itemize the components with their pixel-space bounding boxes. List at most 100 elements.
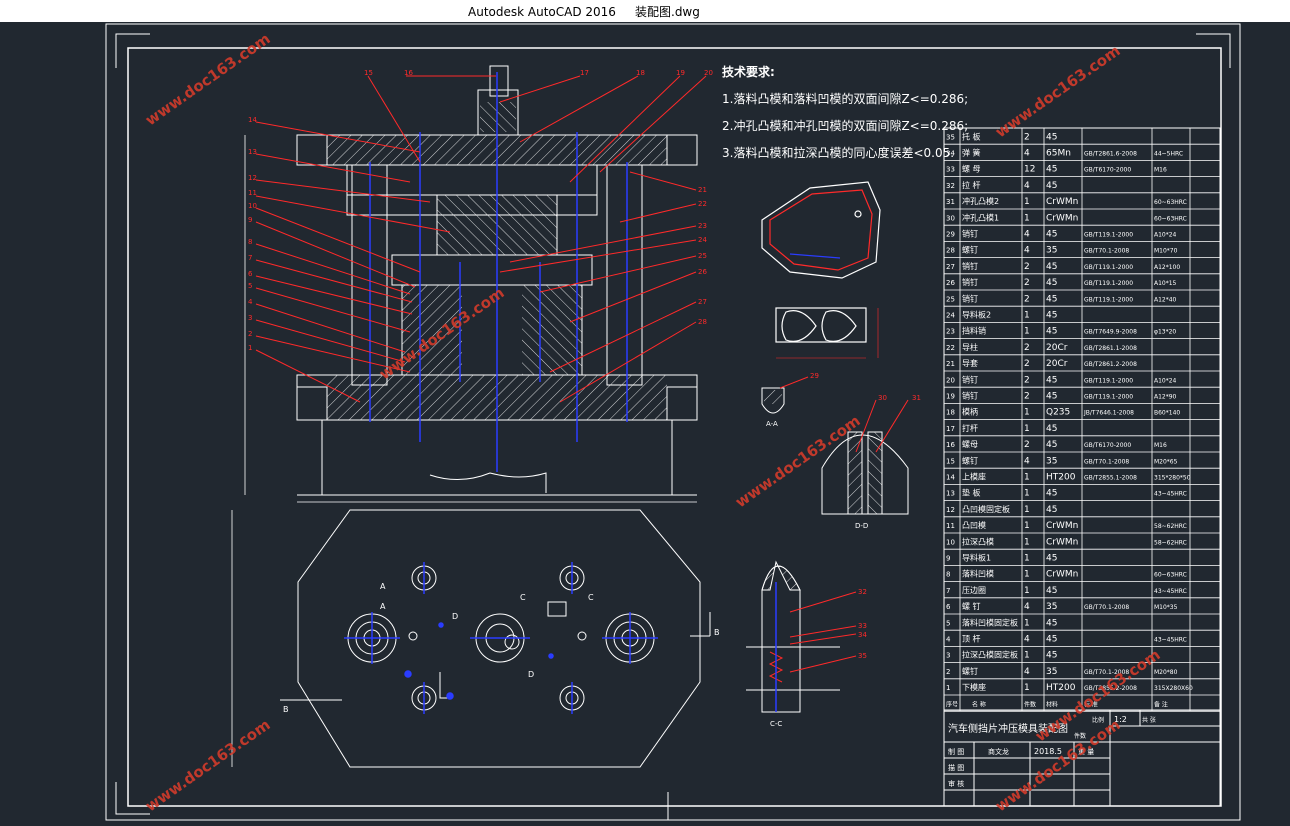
bom-cell: φ13*20 bbox=[1154, 329, 1176, 336]
bom-cell: 销钉 bbox=[962, 277, 978, 287]
section-aa-label: A-A bbox=[766, 420, 778, 428]
bom-cell: 1 bbox=[1024, 521, 1030, 531]
callout-19: 19 bbox=[676, 69, 685, 77]
bom-cell: 35 bbox=[1046, 456, 1057, 466]
label-c-2: C bbox=[588, 593, 594, 602]
bom-cell: 4 bbox=[1024, 602, 1030, 612]
bom-cell: 销钉 bbox=[962, 391, 978, 401]
bom-cell: 2 bbox=[946, 668, 950, 676]
bom-cell: 2 bbox=[1024, 262, 1030, 272]
bom-cell: CrWMn bbox=[1046, 197, 1078, 207]
bom-cell: 60~63HRC bbox=[1154, 215, 1187, 222]
bom-cell: 45 bbox=[1046, 230, 1057, 240]
section-aa: 29 A-A bbox=[761, 372, 819, 428]
bom-cell: 拉深凸模 bbox=[962, 536, 994, 546]
bom-cell: GB/T2861.2-2008 bbox=[1084, 361, 1137, 368]
bom-cell: M16 bbox=[1154, 167, 1167, 174]
bom-header-cell: 件数 bbox=[1024, 700, 1036, 708]
bom-cell: 45 bbox=[1046, 327, 1057, 337]
sig-name-1: 商文龙 bbox=[988, 747, 1009, 756]
bom-cell: 销钉 bbox=[962, 261, 978, 271]
bom-header-cell: 备 注 bbox=[1154, 700, 1168, 708]
callout-23: 23 bbox=[698, 222, 707, 230]
bom-cell: 导柱 bbox=[962, 342, 978, 352]
bom-cell: 拉 杆 bbox=[962, 180, 981, 190]
leader-lines bbox=[255, 75, 707, 403]
bom-cell: 29 bbox=[946, 231, 955, 239]
bom-cell: 18 bbox=[946, 409, 955, 417]
bom-cell: 58~62HRC bbox=[1154, 539, 1187, 546]
bom-cell: 弹 簧 bbox=[962, 148, 981, 158]
drawing-canvas[interactable]: 14 13 12 11 10 9 8 7 6 5 4 3 2 1 15 16 1… bbox=[0, 22, 1290, 822]
bom-cell: 导料板2 bbox=[962, 310, 991, 320]
bom-cell: 27 bbox=[946, 263, 955, 271]
bom-cell: 1 bbox=[1024, 489, 1030, 499]
bom-cell: GB/T2861.1-2008 bbox=[1084, 345, 1137, 352]
bom-cell: 1 bbox=[1024, 424, 1030, 434]
bom-cell: M20*80 bbox=[1154, 669, 1178, 676]
bom-cell: 顶 杆 bbox=[962, 634, 981, 644]
bom-cell: 44~5HRC bbox=[1154, 151, 1183, 158]
bom-cell: 16 bbox=[946, 441, 955, 449]
bom-cell: 1 bbox=[1024, 505, 1030, 515]
bom-cell: 1 bbox=[1024, 554, 1030, 564]
bom-cell: HT200 bbox=[1046, 473, 1076, 483]
bom-cell: 2 bbox=[1024, 343, 1030, 353]
bom-cell: 4 bbox=[946, 636, 951, 644]
callout-3: 3 bbox=[248, 314, 252, 322]
bom-cell: 20Cr bbox=[1046, 359, 1068, 369]
callout-32: 32 bbox=[858, 588, 867, 596]
bom-cell: 落料凹模固定板 bbox=[962, 617, 1018, 627]
bom-cell: A12*40 bbox=[1154, 296, 1177, 303]
bom-cell: B60*140 bbox=[1154, 410, 1180, 417]
bom-cell: 65Mn bbox=[1046, 149, 1071, 159]
bom-cell: 33 bbox=[946, 166, 955, 174]
bom-cell: 托 板 bbox=[962, 131, 981, 141]
plan-labels: A A C C D D B B bbox=[283, 582, 720, 714]
bom-cell: 9 bbox=[946, 555, 950, 563]
bom-cell: 34 bbox=[946, 150, 955, 158]
bom-cell: A10*24 bbox=[1154, 232, 1177, 239]
bom-cell: 45 bbox=[1046, 278, 1057, 288]
bom-cell: 26 bbox=[946, 279, 955, 287]
bom-cell: 315X280X60 bbox=[1154, 685, 1193, 692]
callout-10: 10 bbox=[248, 202, 257, 210]
bom-cell: 5 bbox=[946, 619, 950, 627]
bom-cell: GB/T70.1-2008 bbox=[1084, 669, 1129, 676]
bom-cell: CrWMn bbox=[1046, 213, 1078, 223]
label-a-1: A bbox=[380, 582, 386, 591]
bom-cell: 45 bbox=[1046, 181, 1057, 191]
title-block-text: 汽车侧挡片冲压模具装配图 比例 1:2 件数 共 张 制 图 商文龙 2018.… bbox=[948, 715, 1156, 788]
bom-cell: 螺母 bbox=[962, 439, 978, 449]
callout-1: 1 bbox=[248, 344, 252, 352]
bom-cell: 45 bbox=[1046, 505, 1057, 515]
callout-18: 18 bbox=[636, 69, 645, 77]
title-block bbox=[943, 709, 1221, 807]
bom-cell: 冲孔凸模2 bbox=[962, 196, 999, 206]
bom-cell: 35 bbox=[1046, 667, 1057, 677]
bom-cell: 拉深凸模固定板 bbox=[962, 650, 1018, 660]
callout-34: 34 bbox=[858, 631, 867, 639]
bom-cell: 1 bbox=[1024, 327, 1030, 337]
bom-cell: 1 bbox=[1024, 570, 1030, 580]
bom-cell: 45 bbox=[1046, 554, 1057, 564]
bom-cell: CrWMn bbox=[1046, 537, 1078, 547]
bom-cell: 螺 钉 bbox=[962, 601, 981, 611]
callout-21: 21 bbox=[698, 186, 707, 194]
watermark-4: www.doc163.com bbox=[732, 412, 864, 512]
callout-11: 11 bbox=[248, 189, 257, 197]
bom-cell: 45 bbox=[1046, 586, 1057, 596]
part-isometric bbox=[761, 181, 881, 359]
bom-cell: 2 bbox=[1024, 359, 1030, 369]
bom-cell: 销钉 bbox=[962, 374, 978, 384]
bom-cell: 凸凹模 bbox=[962, 520, 986, 530]
section-cc: 32 33 34 35 C-C bbox=[746, 560, 867, 728]
callout-7: 7 bbox=[248, 254, 252, 262]
bom-cell: 1 bbox=[1024, 311, 1030, 321]
bom-cell: 24 bbox=[946, 312, 955, 320]
bom-cell: 22 bbox=[946, 344, 955, 352]
bom-cell: 4 bbox=[1024, 667, 1030, 677]
bom-cell: 20 bbox=[946, 376, 955, 384]
callout-14: 14 bbox=[248, 116, 257, 124]
bom-cell: 导套 bbox=[962, 358, 978, 368]
